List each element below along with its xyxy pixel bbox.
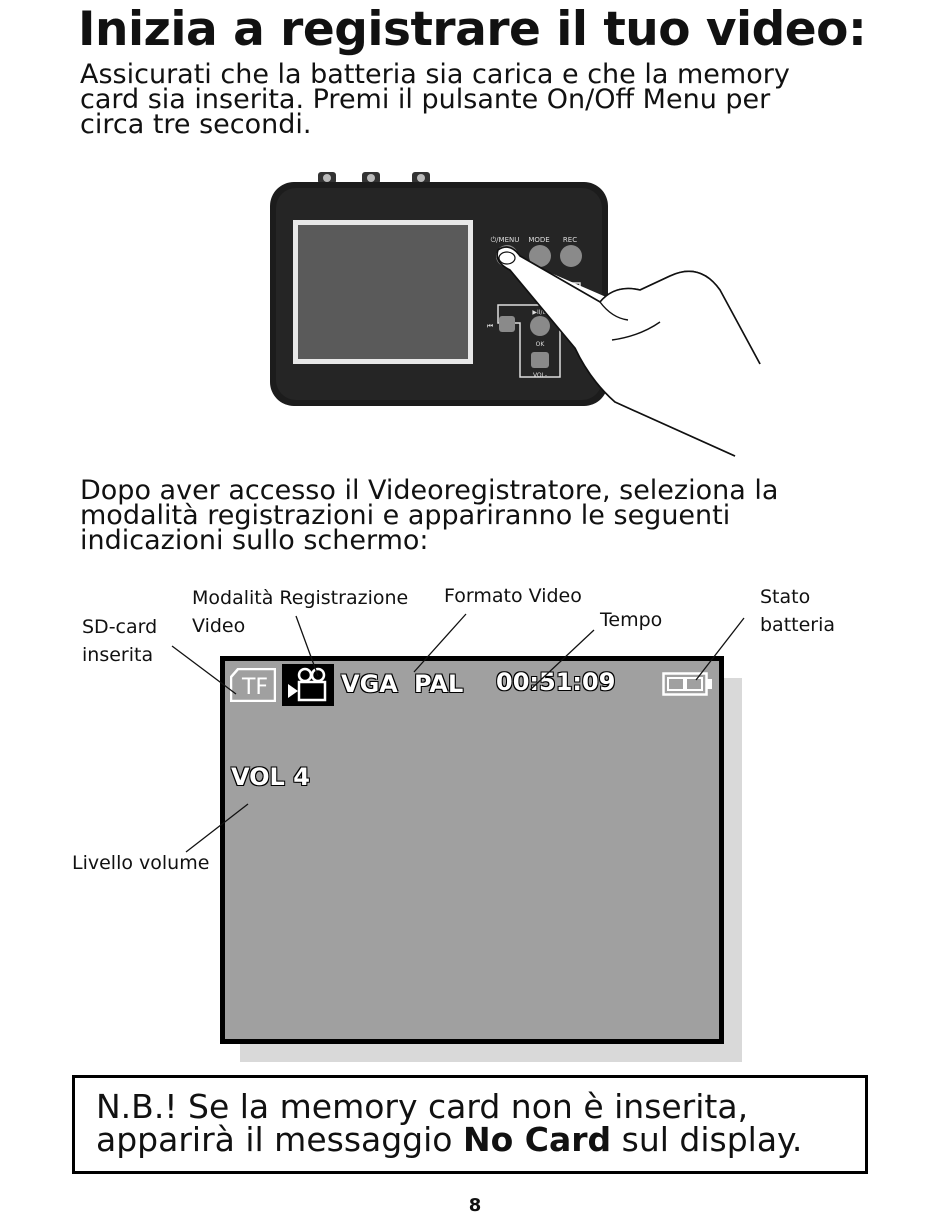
mode-button-label: MODE bbox=[528, 236, 549, 244]
svg-text:⏮: ⏮ bbox=[487, 322, 493, 330]
intro-line: card sia inserita. Premi il pulsante On/… bbox=[80, 84, 771, 115]
svg-text:TF: TF bbox=[241, 675, 268, 700]
mode-button bbox=[529, 245, 551, 267]
label-battery: Stato batteria bbox=[760, 586, 836, 636]
volume-indicator: VOL 4 bbox=[231, 763, 310, 791]
label-format: Formato Video bbox=[444, 585, 582, 607]
video-camera-icon bbox=[282, 664, 334, 706]
label-sd-card: SD-card inserita bbox=[82, 616, 158, 666]
pointing-hand bbox=[496, 246, 761, 457]
standard-indicator: PAL bbox=[414, 670, 464, 698]
battery-icon bbox=[662, 672, 712, 696]
page-number: 8 bbox=[468, 1195, 482, 1216]
instructions-paragraph: Dopo aver accesso il Videoregistratore, … bbox=[80, 475, 779, 556]
intro-line: Assicurati che la batteria sia carica e … bbox=[80, 59, 790, 90]
label-time: Tempo bbox=[600, 609, 663, 631]
av-connectors bbox=[318, 172, 430, 184]
svg-text:VOL-: VOL- bbox=[533, 372, 547, 379]
label-volume: Livello volume bbox=[72, 852, 210, 874]
timer-readout: 00:51:09 bbox=[496, 668, 616, 696]
instructions-line: modalità registrazioni e appariranno le … bbox=[80, 500, 731, 531]
rec-button-label: REC bbox=[563, 236, 577, 244]
svg-text:OK: OK bbox=[536, 341, 546, 348]
resolution-indicator: VGA bbox=[341, 670, 398, 698]
page-title: Inizia a registrare il tuo video: bbox=[78, 2, 867, 57]
tf-card-icon: TF bbox=[230, 668, 276, 702]
rec-button bbox=[560, 245, 582, 267]
no-card-message: No Card bbox=[462, 1120, 612, 1159]
instructions-line: indicazioni sullo schermo: bbox=[80, 525, 429, 556]
label-mode: Modalità Registrazione Video bbox=[192, 587, 409, 637]
instructions-line: Dopo aver accesso il Videoregistratore, … bbox=[80, 475, 779, 506]
intro-paragraph: Assicurati che la batteria sia carica e … bbox=[80, 59, 790, 140]
note-box bbox=[72, 1075, 868, 1174]
svg-text:▶II/⊡: ▶II/⊡ bbox=[532, 309, 547, 316]
menu-button-label: ⏻/MENU bbox=[491, 236, 520, 244]
intro-line: circa tre secondi. bbox=[80, 109, 312, 140]
note-text: N.B.! Se la memory card non è inserita, … bbox=[96, 1087, 803, 1159]
recording-screen bbox=[220, 656, 724, 1044]
